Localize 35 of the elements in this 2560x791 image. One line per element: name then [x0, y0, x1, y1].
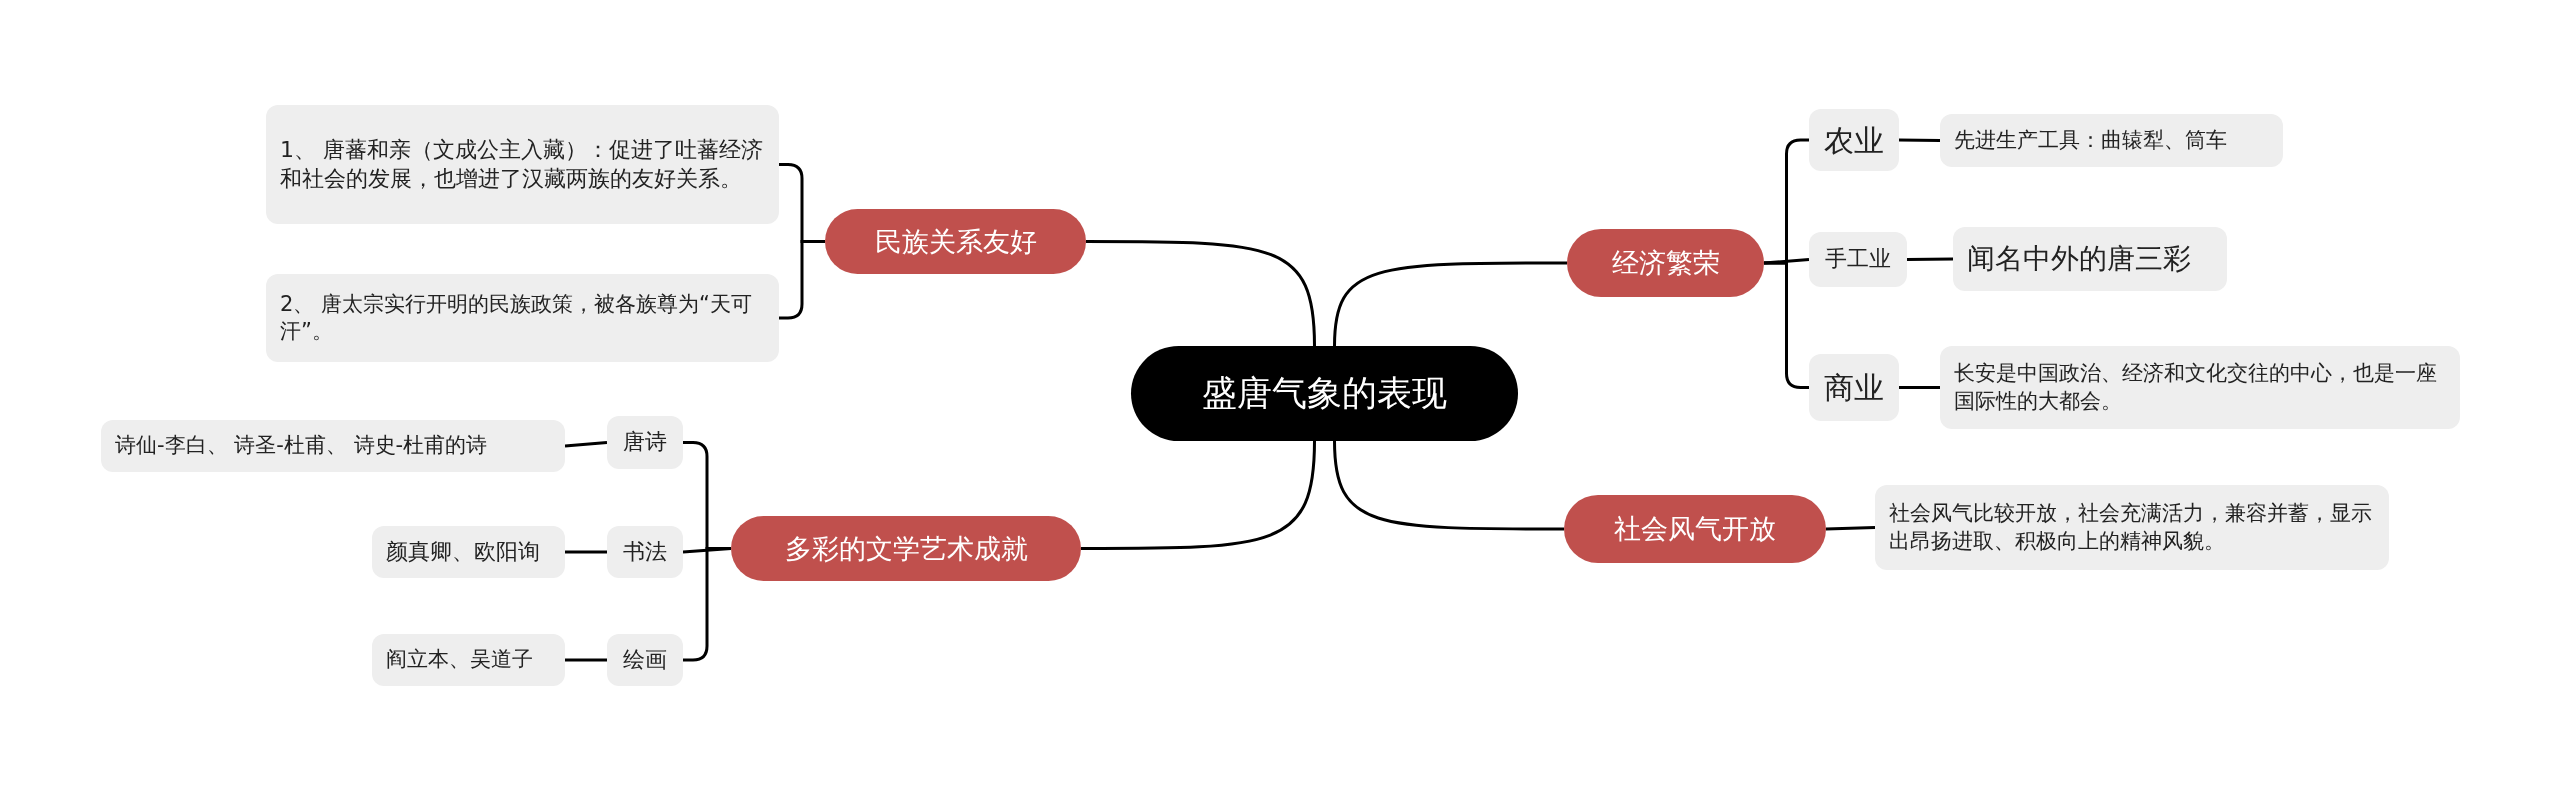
connector-line	[1907, 257, 1953, 261]
note-box: 长安是中国政治、经济和文化交往的中心，也是一座国际性的大都会。	[1940, 346, 2460, 429]
subtopic-box: 手工业	[1809, 232, 1907, 287]
subtopic-box: 唐诗	[607, 416, 683, 469]
subtopic-box: 商业	[1809, 354, 1899, 421]
connector-line	[1764, 261, 1809, 389]
note-box: 社会风气比较开放，社会充满活力，兼容并蓄，显示出昂扬进取、积极向上的精神风貌。	[1875, 485, 2389, 570]
topic-pill: 民族关系友好	[825, 209, 1086, 274]
note-box: 阎立本、吴道子	[372, 634, 565, 686]
connector-line	[564, 441, 608, 448]
topic-pill: 社会风气开放	[1564, 495, 1826, 563]
subtopic-box: 书法	[607, 526, 683, 578]
connector-line	[683, 547, 731, 662]
note-box: 先进生产工具：曲辕犁、筒车	[1940, 114, 2283, 167]
note-box: 闻名中外的唐三彩	[1953, 227, 2227, 291]
connector-line	[1825, 526, 1876, 531]
connector-line	[1333, 261, 1567, 347]
note-box: 颜真卿、欧阳询	[372, 526, 565, 578]
subtopic-box: 农业	[1809, 109, 1899, 171]
connector-line	[1333, 440, 1564, 531]
connector-line	[1763, 258, 1810, 265]
topic-pill: 多彩的文学艺术成就	[731, 516, 1081, 581]
connector-line	[565, 550, 607, 554]
note-box: 诗仙-李白、 诗圣-杜甫、 诗史-杜甫的诗	[101, 420, 565, 472]
note-box: 2、 唐太宗实行开明的民族政策，被各族尊为“天可汗”。	[266, 274, 779, 362]
connector-line	[565, 658, 607, 662]
connector-line	[1898, 138, 1941, 142]
note-box: 1、 唐蕃和亲（文成公主入藏）：促进了吐蕃经济和社会的发展，也增进了汉藏两族的友好关系。	[266, 105, 779, 224]
connector-line	[1899, 386, 1940, 389]
subtopic-box: 绘画	[607, 634, 683, 686]
topic-pill: 经济繁荣	[1567, 229, 1764, 297]
connector-line	[779, 240, 825, 320]
connector-line	[1086, 240, 1316, 347]
connector-line	[1081, 440, 1316, 550]
central-topic: 盛唐气象的表现	[1131, 346, 1518, 441]
